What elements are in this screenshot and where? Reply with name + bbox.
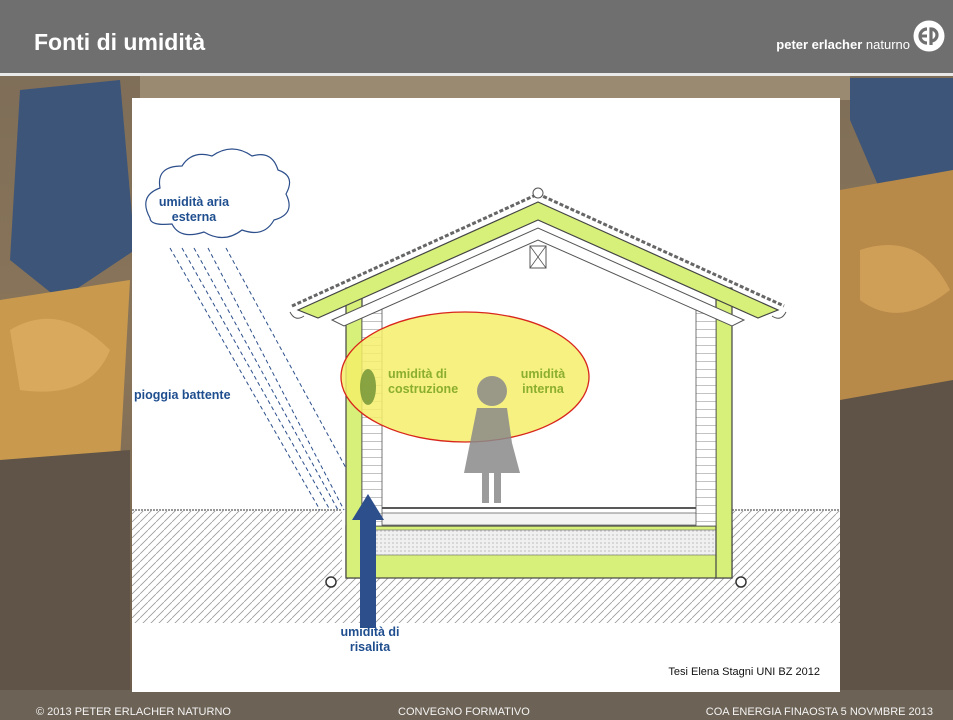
- cloud-shape: [145, 148, 291, 239]
- roof-inner: [330, 227, 746, 327]
- ground-bottom: [342, 578, 732, 623]
- label-internal-moisture: umidità interna: [520, 367, 566, 396]
- label-driving-rain: pioggia battente: [134, 388, 231, 402]
- slide-header: Fonti di umidità peter erlacher naturno: [0, 0, 953, 76]
- brand-name: peter erlacher: [776, 37, 863, 52]
- rising-damp-arrow: [352, 494, 384, 628]
- footer-copyright: © 2013 PETER ERLACHER NATURNO: [36, 706, 231, 718]
- ground-left: [132, 511, 342, 623]
- footing-left: [325, 576, 337, 588]
- slide-footer: © 2013 PETER ERLACHER NATURNO CONVEGNO F…: [0, 703, 953, 720]
- house-section-diagram: [132, 148, 840, 628]
- right-wall-masonry: [695, 307, 717, 527]
- label-rising-damp: umidità di risalita: [340, 625, 400, 654]
- rain-lines: [169, 247, 347, 511]
- ground-right: [732, 511, 840, 623]
- ep-logo-icon: [913, 20, 945, 52]
- interior-humidity-highlight: [340, 311, 590, 443]
- image-credit: Tesi Elena Stagni UNI BZ 2012: [668, 666, 820, 678]
- brand-text: peter erlacher naturno: [776, 37, 910, 52]
- right-wall-insulation: [715, 287, 733, 579]
- left-wall-insulation: [345, 287, 363, 579]
- wall-moisture-spot: [360, 369, 376, 405]
- brand-location: naturno: [865, 37, 910, 52]
- child-silhouette: [464, 376, 520, 503]
- slide-title: Fonti di umidità: [34, 29, 206, 55]
- roof-insulation: [296, 201, 780, 319]
- label-external-air: umidità aria esterna: [158, 195, 230, 224]
- footer-date: COA ENERGIA FINAOSTA 5 NOVMBRE 2013: [705, 706, 933, 718]
- footing-right: [735, 576, 747, 588]
- footer-event: CONVEGNO FORMATIVO: [398, 706, 530, 718]
- label-construction-moisture: umidità di costruzione: [388, 367, 459, 396]
- diagram-panel: umidità aria esterna pioggia battente um…: [132, 98, 840, 692]
